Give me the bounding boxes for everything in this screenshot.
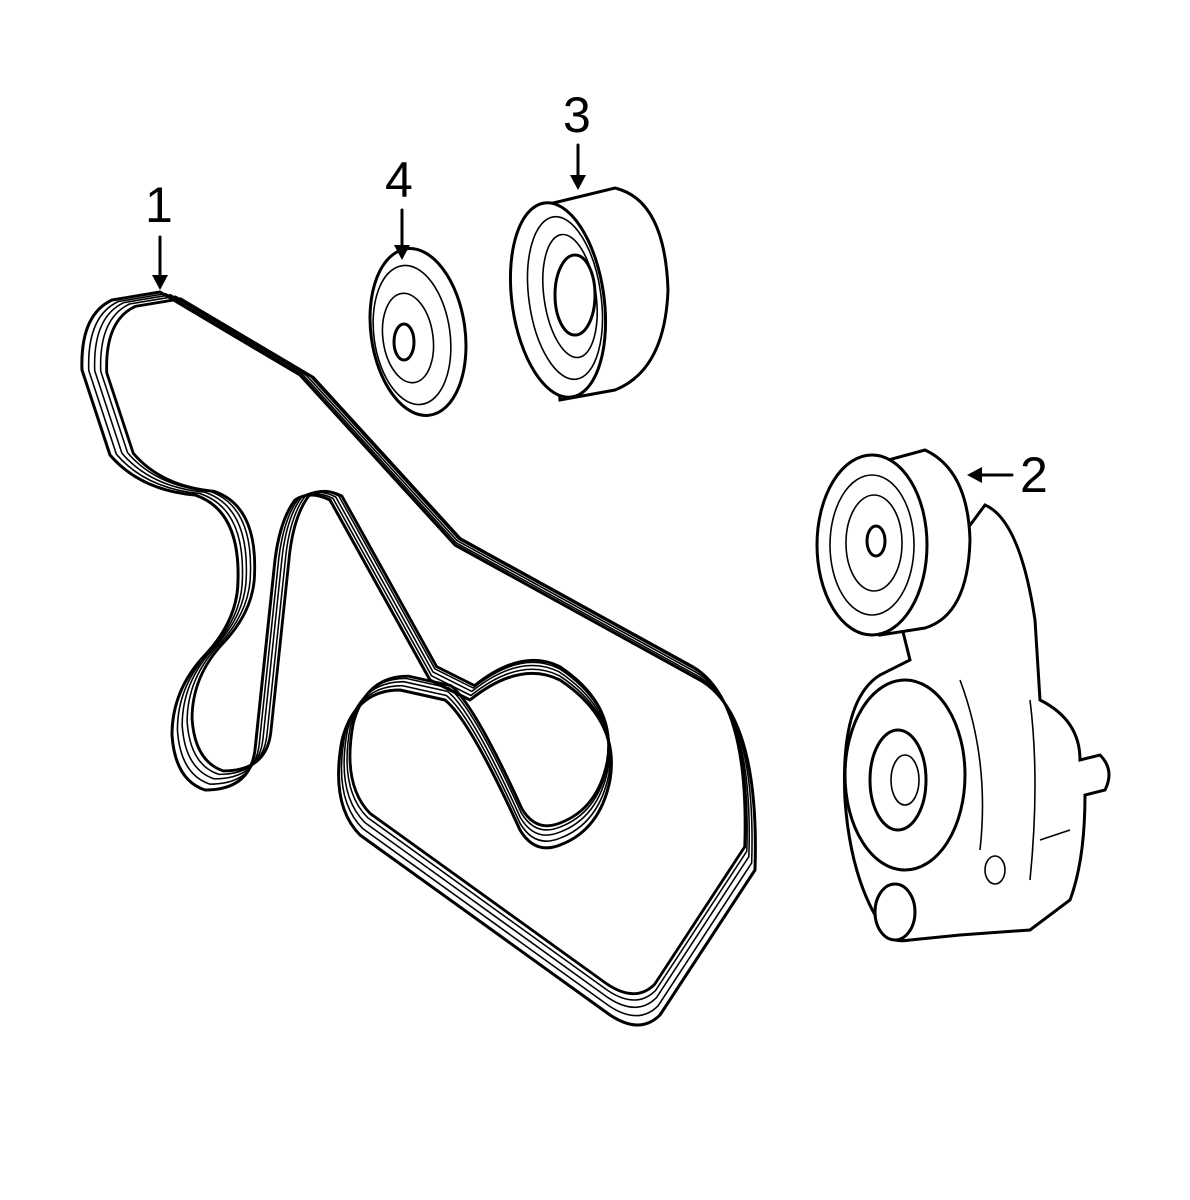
callout-label-4: 4 [385,152,413,208]
callout-label-3: 3 [563,87,591,143]
callout-2: 2 [967,447,1048,503]
callout-label-1: 1 [145,177,173,233]
small-idler-pulley [368,247,468,417]
callout-3: 3 [563,87,591,190]
callout-4: 4 [385,152,413,260]
large-idler-pulley [508,186,670,402]
belt-tensioner [815,448,1111,943]
callout-label-2: 2 [1020,447,1048,503]
callout-1: 1 [145,177,173,290]
